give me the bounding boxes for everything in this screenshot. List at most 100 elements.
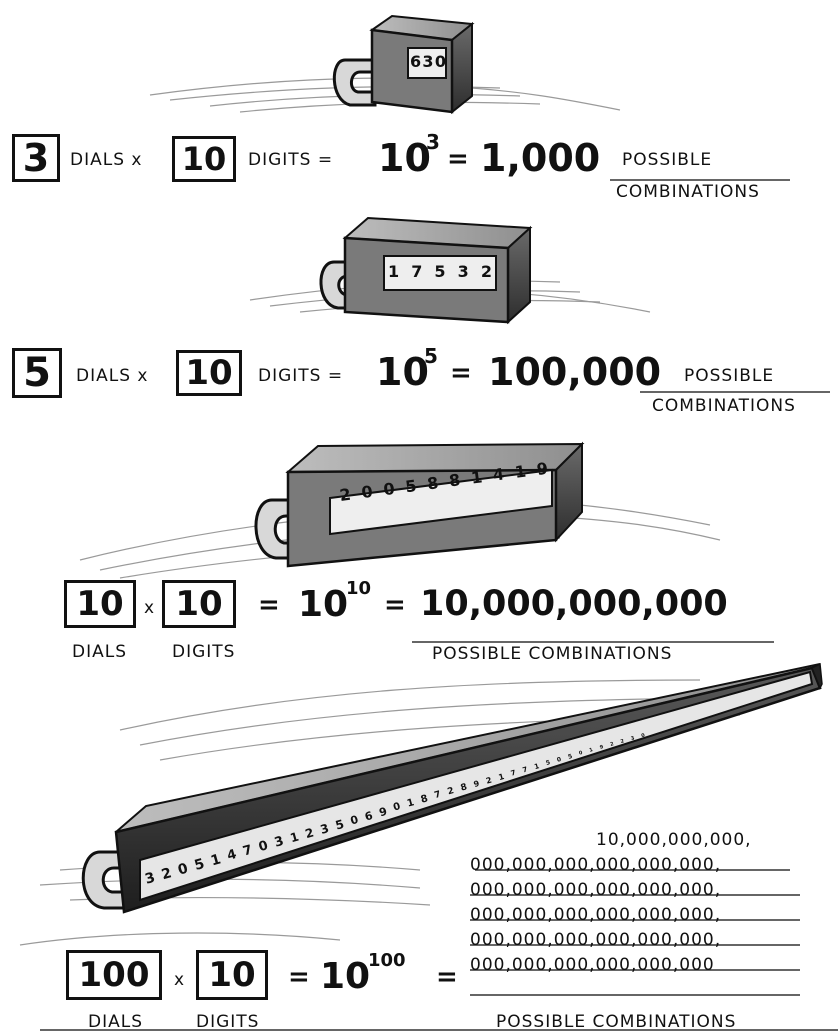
result-line: 10,000,000,000, bbox=[596, 830, 752, 850]
digits-count: 10 bbox=[185, 353, 232, 393]
lock-dial-digit: 2 bbox=[620, 738, 629, 758]
power-exponent: 10 bbox=[346, 578, 371, 599]
lock-dial-digit: 2 bbox=[610, 741, 619, 761]
lock-dial-digit: 1 bbox=[514, 462, 528, 487]
power-base: 10 bbox=[298, 584, 348, 625]
digits-count-box: 10 bbox=[172, 136, 236, 182]
dials-count: 3 bbox=[23, 136, 49, 180]
combinations-label: COMBINATIONS bbox=[616, 182, 760, 202]
lock-dial-digit: 5 bbox=[193, 856, 208, 878]
dials-label: DIALS x bbox=[76, 366, 148, 386]
power-base: 10 bbox=[378, 136, 431, 180]
lock-dial-digit: 4 bbox=[492, 464, 506, 489]
equals-sign: = bbox=[447, 144, 469, 174]
dials-count-box: 3 bbox=[12, 134, 60, 182]
digits-count-box: 10 bbox=[196, 950, 268, 1000]
possible-combinations-label: POSSIBLE COMBINATIONS bbox=[432, 644, 672, 664]
lock-dial-digit: 1 bbox=[497, 772, 508, 793]
digits-count: 10 bbox=[182, 140, 227, 178]
lock-dial-digit: 9 bbox=[378, 805, 391, 826]
lock-dial-digit: 1 bbox=[589, 747, 598, 767]
result-line: 000,000,000,000,000,000, bbox=[470, 880, 721, 900]
equals-sign: = bbox=[258, 590, 280, 620]
dials-count-box: 10 bbox=[64, 580, 136, 628]
dials-label: DIALS x bbox=[70, 150, 142, 170]
power-base: 10 bbox=[320, 956, 370, 997]
lock-dial-digit: 6 bbox=[410, 52, 421, 76]
equals-sign: = bbox=[450, 358, 472, 388]
lock-dial-digit: 2 bbox=[485, 775, 496, 796]
lock-dial-digit: 0 bbox=[578, 750, 587, 770]
digits-count-box: 10 bbox=[176, 350, 242, 396]
digits-label: DIGITS bbox=[172, 642, 235, 662]
power-exponent: 100 bbox=[368, 950, 406, 971]
power-exponent: 3 bbox=[426, 130, 440, 154]
lock-1-drawing bbox=[334, 16, 472, 112]
lock-dial-digit: 7 bbox=[241, 843, 255, 865]
lock-dial-digit: 2 bbox=[481, 262, 492, 286]
possible-label: POSSIBLE bbox=[622, 150, 712, 170]
lock-dial-digit: 1 bbox=[406, 797, 418, 818]
digits-label: DIGITS = bbox=[248, 150, 333, 170]
lock-dial-digit: 2 bbox=[160, 865, 175, 887]
lock-dial-digit: 0 bbox=[257, 838, 271, 860]
lock-dial-digit: 0 bbox=[382, 479, 396, 504]
dials-count-box: 5 bbox=[12, 348, 62, 398]
lock-dial-digit: 3 bbox=[458, 262, 469, 286]
lock-dial-digit: 7 bbox=[510, 769, 520, 790]
combinations-result: 10,000,000,000 bbox=[420, 584, 728, 624]
power-base: 10 bbox=[376, 350, 429, 394]
result-line: 000,000,000,000,000,000, bbox=[470, 855, 721, 875]
combinations-result: 1,000 bbox=[480, 136, 600, 180]
lock-dial-digit: 7 bbox=[411, 262, 422, 286]
digits-count: 10 bbox=[208, 955, 255, 995]
dials-label: DIALS bbox=[72, 642, 127, 662]
lock-2-dials: 1 7 5 3 2 bbox=[388, 262, 492, 286]
lock-dial-digit: 2 bbox=[446, 786, 457, 807]
dials-label: DIALS bbox=[88, 1012, 143, 1032]
lock-dial-digit: 2 bbox=[338, 485, 352, 510]
lock-dial-digit: 3 bbox=[422, 52, 433, 76]
dials-count: 100 bbox=[79, 955, 150, 995]
equals-sign: = bbox=[384, 590, 406, 620]
lock-dial-digit: 0 bbox=[556, 756, 565, 776]
combinations-label: COMBINATIONS bbox=[652, 396, 796, 416]
lock-dial-digit: 8 bbox=[426, 473, 440, 498]
lock-dial-digit: 3 bbox=[273, 834, 287, 856]
lock-dial-digit: 8 bbox=[448, 470, 462, 495]
digits-label: DIGITS = bbox=[258, 366, 343, 386]
lock-dial-digit: 3 bbox=[319, 821, 332, 843]
lock-dial-digit: 5 bbox=[404, 476, 418, 501]
dials-count: 5 bbox=[23, 350, 51, 396]
lock-dial-digit: 5 bbox=[434, 262, 445, 286]
lock-dial-digit: 8 bbox=[420, 793, 432, 814]
times-sign: x bbox=[144, 598, 155, 618]
result-line: 000,000,000,000,000,000, bbox=[470, 930, 721, 950]
lock-dial-digit: 5 bbox=[545, 759, 554, 779]
lock-dial-digit: 1 bbox=[533, 762, 543, 783]
result-line: 000,000,000,000,000,000, bbox=[470, 905, 721, 925]
lock-dial-digit: 1 bbox=[470, 467, 484, 492]
lock-dial-digit: 2 bbox=[304, 825, 317, 847]
result-line: 000,000,000,000,000,000 bbox=[470, 955, 715, 975]
possible-combinations-label: POSSIBLE COMBINATIONS bbox=[496, 1012, 736, 1032]
dials-count-box: 100 bbox=[66, 950, 162, 1000]
lock-dial-digit: 0 bbox=[360, 482, 374, 507]
lock-dial-digit: 1 bbox=[289, 830, 302, 852]
lock-dial-digit: 6 bbox=[363, 809, 376, 830]
lock-dial-digit: 4 bbox=[225, 847, 239, 869]
digits-label: DIGITS bbox=[196, 1012, 259, 1032]
digits-count-box: 10 bbox=[162, 580, 236, 628]
lock-dial-digit: 0 bbox=[176, 861, 191, 883]
combinations-result: 100,000 bbox=[488, 350, 661, 394]
lock-dial-digit: 1 bbox=[388, 262, 399, 286]
lock-dial-digit: 8 bbox=[460, 782, 471, 803]
lock-dial-digit: 9 bbox=[599, 744, 608, 764]
digits-count: 10 bbox=[175, 584, 222, 624]
equals-sign: = bbox=[436, 962, 458, 992]
lock-dial-digit: 1 bbox=[209, 851, 224, 873]
lock-dial-digit: 3 bbox=[630, 735, 639, 755]
possible-label: POSSIBLE bbox=[684, 366, 774, 386]
power-exponent: 5 bbox=[424, 344, 438, 368]
